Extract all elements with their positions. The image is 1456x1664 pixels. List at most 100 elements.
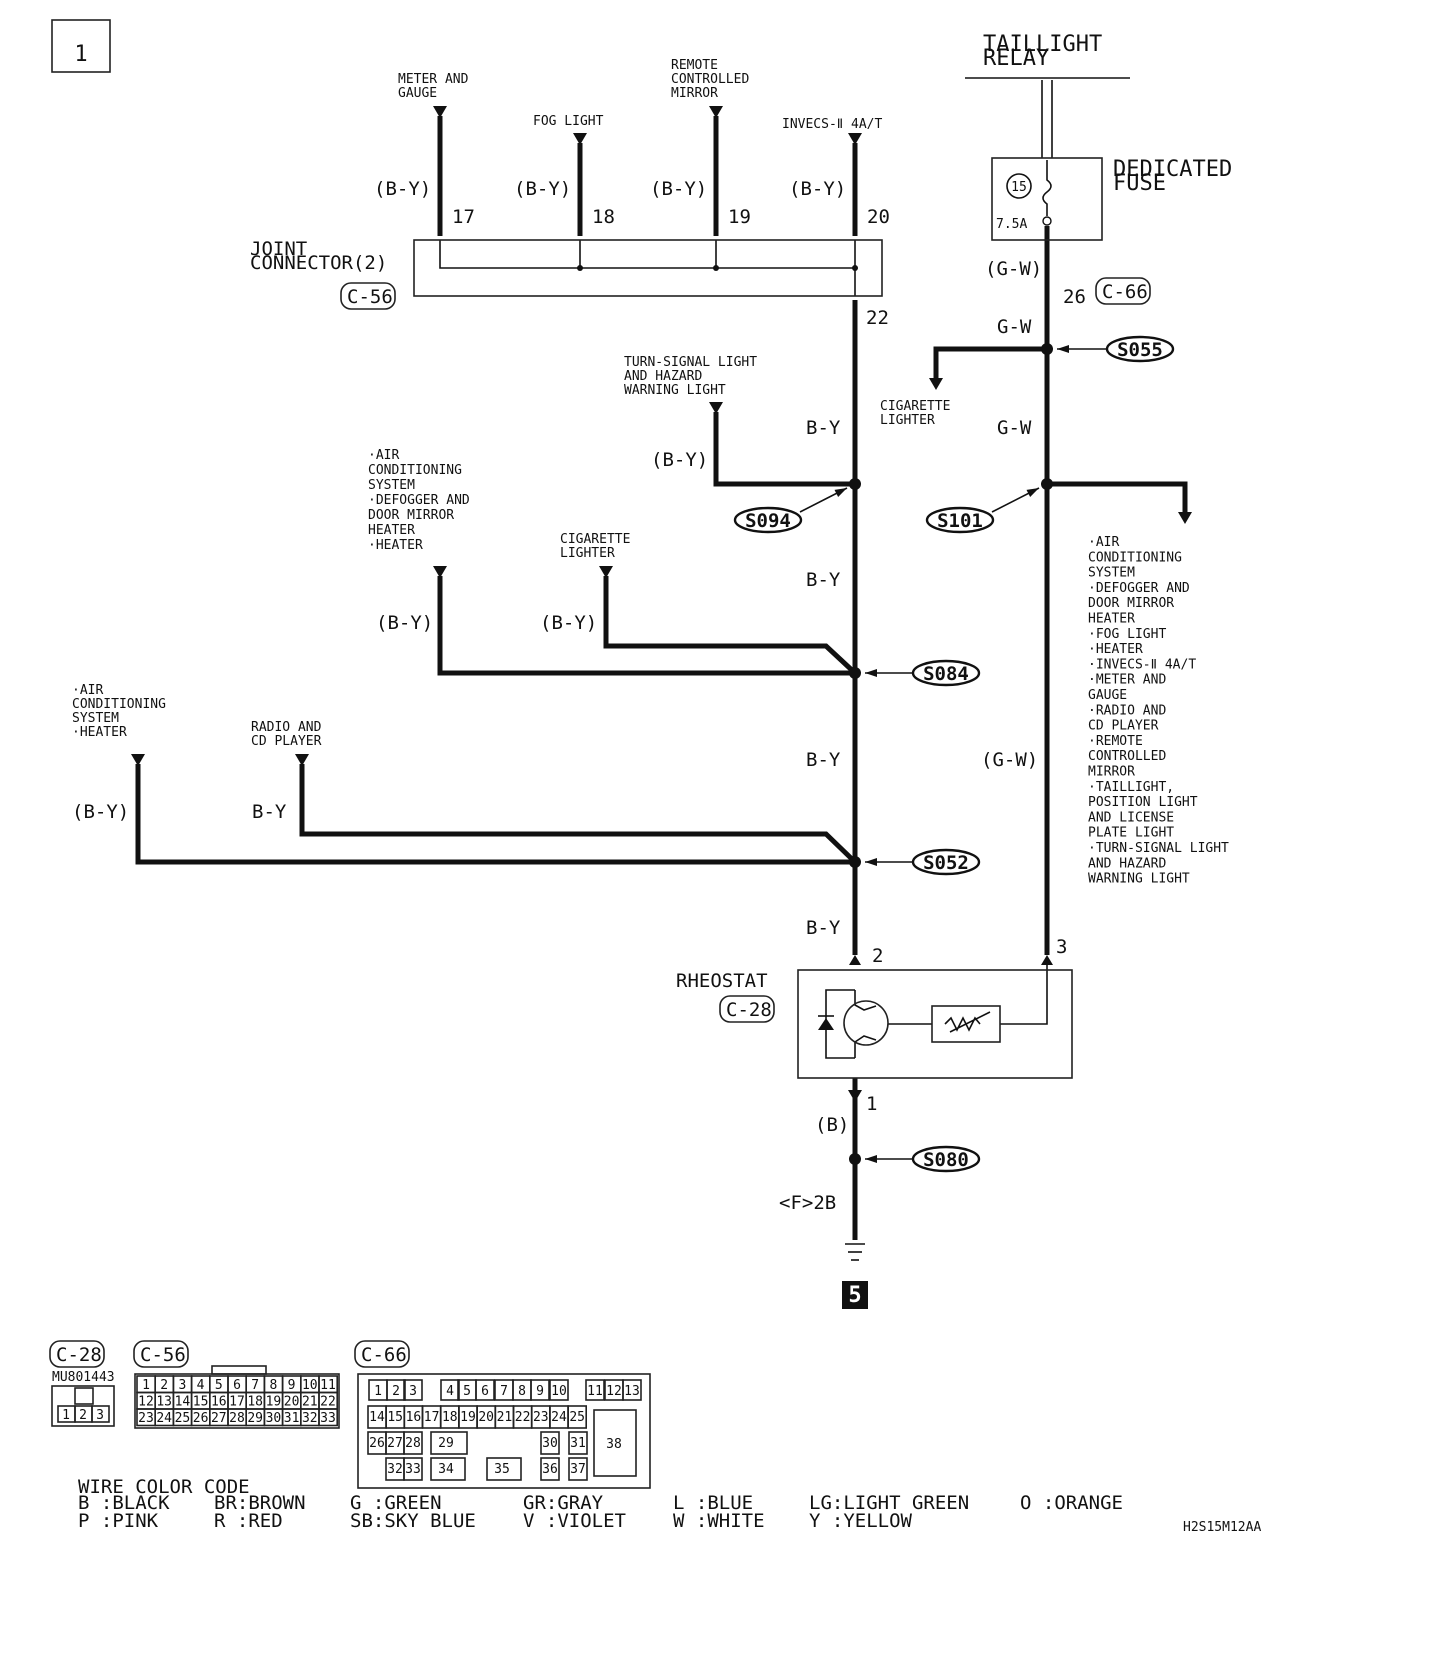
c56-pin: 18: [247, 1395, 263, 1410]
c66-pin: 37: [570, 1462, 586, 1477]
c56-pin: 14: [175, 1395, 191, 1410]
ac-defogger-wire-color: (B-Y): [376, 612, 433, 634]
body-circuits-list: ·FOG LIGHT: [1088, 627, 1166, 642]
ac-defogger-label: HEATER: [368, 523, 415, 538]
splice-s055-dot: [1041, 343, 1053, 355]
c56-pin: 28: [229, 1411, 245, 1426]
c66-pin: 14: [369, 1410, 385, 1425]
dedicated-fuse-label: DEDICATED: [1113, 157, 1232, 182]
body-circuits-list: ·INVECS-Ⅱ 4A/T: [1088, 657, 1196, 672]
joint-connector-id-label: C-56: [347, 286, 393, 308]
branch-label-3: CONTROLLED: [671, 72, 749, 87]
legend-entry: V :VIOLET: [523, 1510, 626, 1532]
c56-pin: 13: [156, 1395, 172, 1410]
c66-pin: 8: [518, 1384, 526, 1399]
feed-color-1: (G-W): [985, 258, 1042, 280]
legend-entry: O :ORANGE: [1020, 1492, 1123, 1514]
rheostat-pin3-arrow-icon: [1041, 955, 1053, 965]
cigarette-lighter-right-label: LIGHTER: [880, 413, 935, 428]
rheostat-connector-id-label: C-28: [726, 999, 772, 1021]
c66-pin-cell: [567, 1405, 588, 1429]
c66-pin-cell: [540, 1431, 560, 1455]
feed-connector-id-label: C-66: [1102, 281, 1148, 303]
branch-wire-color: (B-Y): [789, 178, 846, 200]
c28-key: [74, 1387, 94, 1405]
c56-pin: 23: [138, 1411, 154, 1426]
ac-heater-label: ·HEATER: [72, 725, 127, 740]
turn-signal-label: WARNING LIGHT: [624, 383, 726, 398]
radio-cd-label: CD PLAYER: [251, 734, 322, 749]
legend-entry: B :BLACK: [78, 1492, 170, 1514]
body-circuits-list: AND HAZARD: [1088, 856, 1166, 871]
splice-s101-dot: [1041, 478, 1053, 490]
c66-housing: [357, 1373, 651, 1489]
fuse-rating: 7.5A: [996, 217, 1027, 232]
body-circuits-list: SYSTEM: [1088, 566, 1135, 581]
body-circuits-list: MIRROR: [1088, 765, 1135, 780]
c66-pin: 12: [606, 1384, 622, 1399]
c56-id: [133, 1340, 189, 1368]
c66-pin: 17: [424, 1410, 440, 1425]
branch-arrow-icon: [709, 106, 723, 118]
cigarette-lighter-left-wire: [603, 576, 857, 675]
dedicated-fuse-label: FUSE: [1113, 171, 1166, 196]
c66-pin: 30: [542, 1436, 558, 1451]
c66-pin-cell: [486, 1457, 522, 1481]
components: [49, 19, 1192, 1489]
c66-pin: 25: [569, 1410, 585, 1425]
c66-pin-cell: [403, 1379, 423, 1401]
feed-color-2: G-W: [997, 316, 1032, 338]
body-circuits-list: ·AIR: [1088, 535, 1119, 550]
rheostat-pin2-arrow-icon: [849, 955, 861, 965]
radio-cd-arrow-icon: [295, 754, 309, 766]
splice-s052-dot: [849, 856, 861, 868]
c56-pin: 21: [302, 1395, 318, 1410]
fuse-icon: [1042, 160, 1052, 216]
feed-connector-id: [1095, 277, 1151, 305]
splice-s101: [925, 506, 995, 534]
branch-pin: 18: [592, 206, 615, 228]
c28-pin-cell: [91, 1405, 110, 1423]
body-circuits-list: WARNING LIGHT: [1088, 872, 1190, 887]
body-circuits-arrow-icon: [1178, 512, 1192, 524]
legend-entry: SB:SKY BLUE: [350, 1510, 476, 1532]
turn-signal-wire: [713, 412, 855, 487]
body-circuits-wire: [1047, 481, 1188, 512]
ac-heater-wire: [135, 764, 855, 865]
resistor-zigzag-icon: [944, 1011, 991, 1033]
feed-color-4: (G-W): [981, 749, 1038, 771]
ac-heater-label: CONDITIONING: [72, 697, 166, 712]
c28-id-label: C-28: [56, 1344, 102, 1366]
c66-pin: 19: [460, 1410, 476, 1425]
splice-s084: [911, 659, 981, 687]
body-circuits-list: HEATER: [1088, 612, 1135, 627]
c66-pin: 33: [405, 1462, 421, 1477]
legend-entry: Y :YELLOW: [809, 1510, 913, 1532]
c66-pin: 9: [536, 1384, 544, 1399]
c56-pin: 30: [266, 1411, 282, 1426]
c66-pin: 11: [587, 1384, 603, 1399]
ac-defogger-label: ·DEFOGGER AND: [368, 493, 470, 508]
joint-connector-box: [413, 239, 883, 297]
fuse-number: 15: [1011, 180, 1027, 195]
ac-heater-wire-color: (B-Y): [72, 801, 129, 823]
body-circuits-list: ·TAILLIGHT,: [1088, 780, 1174, 795]
radio-cd-label: RADIO AND: [251, 720, 322, 735]
c66-pin-cell: [568, 1457, 588, 1481]
c66-pin: 23: [533, 1410, 549, 1425]
c66-pin: 6: [481, 1384, 489, 1399]
branch-wire-color: (B-Y): [650, 178, 707, 200]
c66-big-cell: [593, 1409, 637, 1477]
c66-pin-cell: [440, 1379, 460, 1401]
branch-label-1: GAUGE: [398, 86, 437, 101]
c66-pin: 21: [497, 1410, 513, 1425]
splice-s101-leader-head: [1026, 488, 1039, 498]
rheostat-pin1-arrow-icon: [848, 1090, 862, 1102]
c56-pin: 8: [269, 1378, 277, 1393]
ac-defogger-label: DOOR MIRROR: [368, 508, 454, 523]
turn-signal-label: AND HAZARD: [624, 369, 702, 384]
c66-pin-cell: [530, 1379, 550, 1401]
radio-cd-wire-color: B-Y: [252, 801, 287, 823]
c56-pin: 29: [247, 1411, 263, 1426]
splice-s084-leader-head: [865, 669, 877, 677]
